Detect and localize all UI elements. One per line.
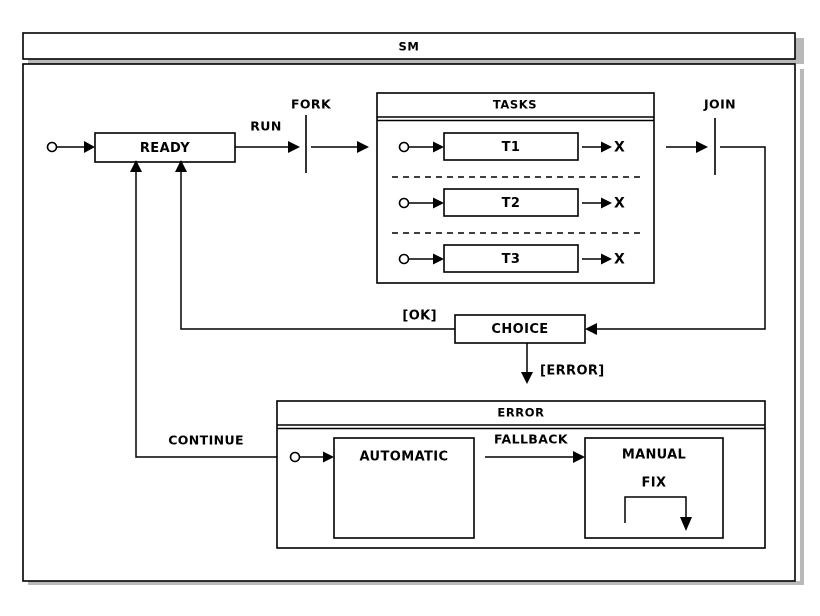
arrow-icon bbox=[433, 197, 444, 209]
state-task-1-label: T1 bbox=[502, 140, 521, 155]
sm-title-label: SM bbox=[399, 40, 420, 54]
state-ready-label: READY bbox=[140, 141, 190, 156]
fork-label: FORK bbox=[291, 97, 332, 112]
transition-fix-label: FIX bbox=[642, 476, 667, 491]
state-task-2-label: T2 bbox=[502, 196, 521, 211]
state-task-2-end-marker: X bbox=[614, 196, 625, 212]
transition-tasks-to-join bbox=[666, 141, 708, 153]
state-error-label: ERROR bbox=[497, 406, 544, 420]
transition-fallback: FALLBACK bbox=[485, 432, 585, 463]
transition-fix: FIX bbox=[624, 476, 692, 531]
state-task-3-end-marker: X bbox=[614, 252, 625, 268]
arrow-icon bbox=[573, 451, 585, 463]
state-task-1-end-marker: X bbox=[614, 140, 625, 156]
transition-run: RUN bbox=[235, 119, 300, 153]
state-ready[interactable]: READY bbox=[94, 132, 236, 163]
error-initial-transition bbox=[289, 451, 334, 463]
transition-ok-label: [OK] bbox=[402, 309, 437, 324]
transition-ok: [OK] bbox=[175, 160, 455, 330]
arrow-icon bbox=[357, 141, 369, 153]
state-automatic-label: AUTOMATIC bbox=[360, 450, 449, 465]
fork-pseudostate[interactable]: FORK bbox=[291, 97, 332, 174]
join-pseudostate[interactable]: JOIN bbox=[703, 97, 736, 176]
arrow-icon bbox=[323, 451, 334, 463]
state-manual-label: MANUAL bbox=[622, 448, 686, 463]
initial-state-icon bbox=[398, 253, 410, 265]
state-choice[interactable]: CHOICE bbox=[454, 314, 586, 344]
region-task-1: T1 X bbox=[398, 132, 625, 161]
transition-join-to-choice bbox=[585, 146, 766, 335]
state-tasks[interactable]: TASKS T1 X bbox=[376, 92, 655, 284]
transition-fork-to-tasks bbox=[311, 141, 369, 153]
arrow-icon bbox=[601, 197, 612, 209]
initial-state-transition bbox=[46, 141, 95, 153]
arrow-icon bbox=[288, 141, 300, 153]
arrow-icon bbox=[601, 141, 612, 153]
state-choice-label: CHOICE bbox=[491, 322, 548, 337]
arrow-icon bbox=[521, 372, 533, 384]
state-manual[interactable]: MANUAL FIX bbox=[584, 437, 724, 539]
state-error[interactable]: ERROR AUTOMATIC FALLBACK bbox=[276, 400, 766, 549]
transition-fallback-label: FALLBACK bbox=[494, 432, 569, 447]
region-task-3: T3 X bbox=[398, 244, 625, 273]
join-label: JOIN bbox=[703, 97, 736, 112]
arrow-icon bbox=[601, 253, 612, 265]
arrow-icon bbox=[130, 160, 142, 172]
initial-state-icon bbox=[46, 141, 58, 153]
transition-error: [ERROR] bbox=[521, 343, 605, 384]
state-tasks-label: TASKS bbox=[493, 98, 537, 112]
transition-continue-label: CONTINUE bbox=[168, 433, 244, 448]
arrow-icon bbox=[585, 323, 597, 335]
region-task-2: T2 X bbox=[398, 188, 625, 217]
arrow-icon bbox=[84, 141, 95, 153]
arrow-icon bbox=[680, 517, 692, 531]
arrow-icon bbox=[175, 160, 187, 172]
transition-run-label: RUN bbox=[250, 119, 281, 134]
transition-error-label: [ERROR] bbox=[540, 364, 605, 379]
initial-state-icon bbox=[398, 197, 410, 209]
transition-continue: CONTINUE bbox=[130, 160, 277, 458]
state-automatic[interactable]: AUTOMATIC bbox=[333, 437, 475, 539]
initial-state-icon bbox=[398, 141, 410, 153]
arrow-icon bbox=[433, 253, 444, 265]
state-task-3-label: T3 bbox=[502, 252, 521, 267]
initial-state-icon bbox=[289, 451, 301, 463]
arrow-icon bbox=[433, 141, 444, 153]
arrow-icon bbox=[696, 141, 708, 153]
